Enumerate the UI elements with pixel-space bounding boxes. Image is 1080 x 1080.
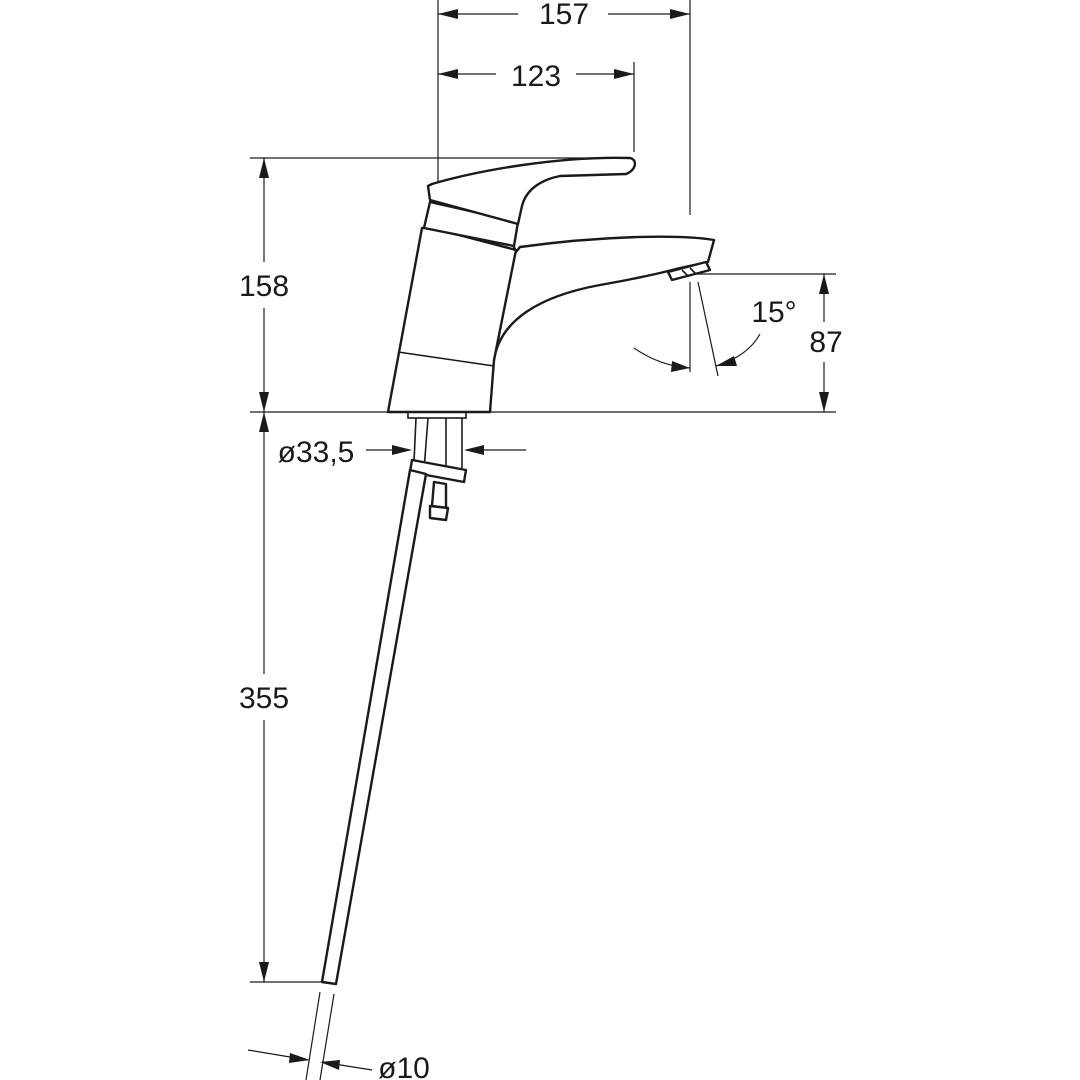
dim-total-reach-label: 157 <box>539 0 589 31</box>
dim-body-height-label: 158 <box>239 270 289 303</box>
dim-tail-length-label: 355 <box>239 682 289 715</box>
dim-mount-diameter-label: ø33,5 <box>278 436 355 469</box>
dim-spout-height: 87 <box>809 274 843 412</box>
faucet-column <box>386 226 518 414</box>
dim-hose-diameter: ø10 <box>247 991 430 1080</box>
mounting-nut <box>408 458 468 484</box>
aerator <box>666 260 712 282</box>
extension-lines <box>250 0 836 983</box>
dim-tail-length: 355 <box>239 412 289 982</box>
dim-swivel-angle-label: 15° <box>751 296 796 329</box>
dim-hose-diameter-label: ø10 <box>378 1052 430 1080</box>
threaded-rod <box>430 480 448 510</box>
dim-body-height: 158 <box>239 158 289 412</box>
supply-hose <box>320 468 428 986</box>
faucet-body <box>386 156 716 419</box>
dim-spout-height-label: 87 <box>809 326 842 359</box>
dim-lever-reach: 123 <box>438 60 634 93</box>
dim-lever-reach-label: 123 <box>511 60 561 93</box>
body-band <box>397 351 495 367</box>
dim-total-reach: 157 <box>438 0 690 31</box>
base-plate <box>407 411 467 419</box>
dim-mount-diameter: ø33,5 <box>278 436 526 469</box>
lever-handle <box>426 156 637 226</box>
dim-swivel-angle: 15° <box>633 296 797 372</box>
mounting-assembly <box>320 417 468 986</box>
